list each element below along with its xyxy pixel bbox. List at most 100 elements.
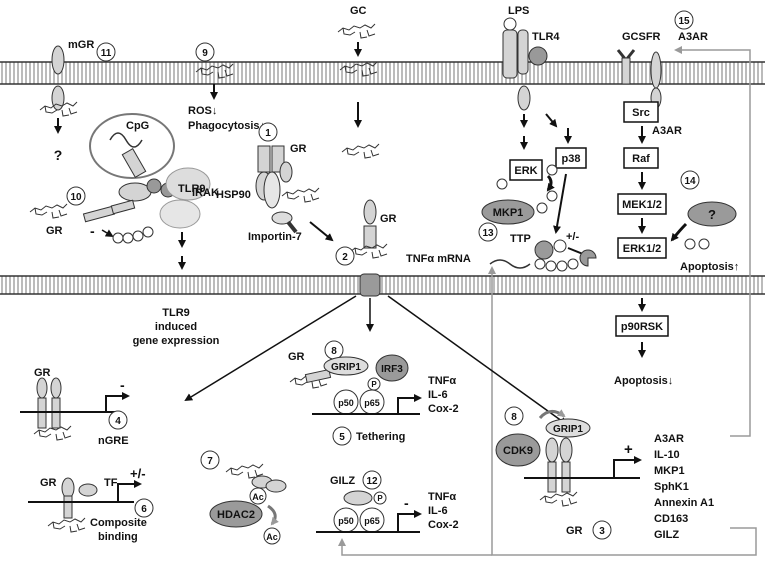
step-13: 13: [482, 228, 494, 239]
cox-12: Cox-2: [428, 519, 459, 531]
step-14: 14: [684, 176, 696, 187]
ttp-plusminus: +/-: [566, 231, 579, 243]
gene-3: SphK1: [654, 481, 689, 493]
poly-a-tail: [534, 258, 579, 272]
cpg-label: CpG: [126, 120, 149, 132]
tlr9-label: TLR9: [178, 183, 206, 195]
step-9-circle: [195, 42, 215, 62]
grip1-3-label: GRIP1: [553, 424, 583, 435]
step-2: 2: [342, 252, 348, 263]
step-3: 3: [599, 526, 605, 537]
cdk9-oval: [495, 433, 541, 467]
gr-3-label: GR: [566, 525, 583, 537]
step-11: 11: [101, 48, 112, 59]
phagocytosis-label: Phagocytosis↓: [188, 120, 265, 132]
p50-5-label: p50: [338, 398, 354, 408]
step-8b: 8: [511, 412, 517, 423]
nuclear-membrane: [0, 275, 765, 295]
importin-label: Importin-7: [248, 231, 302, 243]
gene-1: IL-10: [654, 449, 680, 461]
nuclear-pore: [359, 273, 381, 297]
hdac2-label: HDAC2: [217, 509, 255, 521]
erk-label: ERK: [514, 165, 537, 177]
ttp-circle: [534, 240, 554, 260]
plasma-membrane: [0, 61, 765, 85]
p65-5-label: p65: [364, 398, 380, 408]
irak-blob: [165, 167, 211, 201]
il6-12: IL-6: [428, 505, 448, 517]
gr-10-label: GR: [46, 225, 63, 237]
gene-5: CD163: [654, 513, 688, 525]
a3ar-mid-label: A3AR: [652, 125, 682, 137]
induced-gene-list: A3AR IL-10 MKP1 SphK1 Annexin A1 CD163 G…: [654, 433, 714, 541]
minus-4: -: [120, 377, 125, 393]
p38-label: p38: [562, 153, 581, 165]
mgr-label: mGR: [68, 39, 94, 51]
step-8a: 8: [331, 346, 337, 357]
p38-box: [555, 147, 587, 169]
ros-label: ROS↓: [188, 105, 217, 117]
a3ar-feedback: [674, 46, 751, 437]
grip1-8-label: GRIP1: [331, 362, 361, 373]
minus-10: -: [90, 223, 95, 239]
hsp90-label: HSP90: [216, 189, 251, 201]
tlr4-label: TLR4: [532, 31, 560, 43]
mek-box: [617, 193, 667, 215]
composite-2: binding: [98, 531, 138, 543]
irf3-label: IRF3: [381, 364, 403, 375]
step-9: 9: [202, 48, 208, 59]
mkp1-oval: [481, 199, 535, 225]
step-5: 5: [339, 432, 345, 443]
ngre-label: nGRE: [98, 435, 129, 447]
step-11-circle: [96, 42, 116, 62]
src-label: Src: [632, 107, 650, 119]
mek-label: MEK1/2: [622, 199, 662, 211]
plusminus-6: +/-: [130, 466, 146, 481]
apoptosis-up-label: Apoptosis↑: [680, 261, 739, 273]
phospho-8: P: [371, 380, 377, 389]
a3ar-top-label: A3AR: [678, 31, 708, 43]
raf-label: Raf: [632, 153, 650, 165]
phospho-12: P: [377, 494, 383, 503]
raf-box: [623, 147, 659, 169]
il6-5: IL-6: [428, 389, 448, 401]
mkp1-label: MKP1: [493, 207, 524, 219]
unknown-label: ?: [708, 207, 716, 222]
gene-2: MKP1: [654, 465, 685, 477]
gc-label: GC: [350, 5, 367, 17]
p90rsk-box: [615, 315, 669, 337]
tlr9-expr-3: gene expression: [133, 335, 220, 347]
irak-label: IRAK: [192, 187, 219, 199]
p65-12-label: p65: [364, 516, 380, 526]
tf-label: TF: [104, 477, 118, 489]
mgr-receptor: [39, 45, 78, 134]
p50-12-label: p50: [338, 516, 354, 526]
tethering-label: Tethering: [356, 431, 405, 443]
gilz-feedback: [338, 538, 492, 556]
cox-5: Cox-2: [428, 403, 459, 415]
hdac2-oval: [209, 500, 263, 528]
step-4: 4: [115, 416, 121, 427]
erk12-box: [617, 237, 667, 259]
endosome: [89, 113, 175, 179]
tlr9-expr-2: induced: [155, 321, 197, 333]
gcsfr-label: GCSFR: [622, 31, 661, 43]
gene-0: A3AR: [654, 433, 684, 445]
tlr9-expr-1: TLR9: [162, 307, 190, 319]
tnf-5: TNFα: [428, 375, 456, 387]
mkp1-feedback: [488, 266, 757, 556]
gene-6: GILZ: [654, 529, 679, 541]
minus-12: -: [404, 495, 409, 511]
gr-2-label: GR: [380, 213, 397, 225]
step-7: 7: [207, 456, 213, 467]
lps-label: LPS: [508, 5, 529, 17]
erk-box: [509, 159, 543, 181]
gr-6-label: GR: [40, 477, 57, 489]
ttp-label: TTP: [510, 233, 531, 245]
cdk9-label: CDK9: [503, 445, 533, 457]
gr-1-label: GR: [290, 143, 307, 155]
step-10: 10: [70, 192, 82, 203]
plus-3: +: [624, 441, 633, 458]
